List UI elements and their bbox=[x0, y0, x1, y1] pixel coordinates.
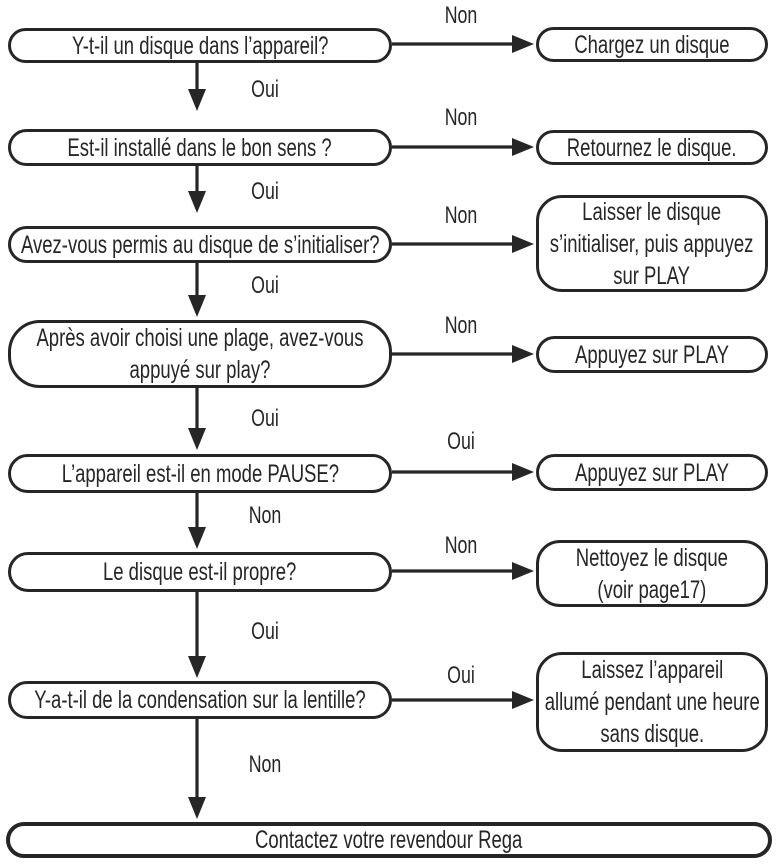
down-label-1: Oui bbox=[251, 76, 279, 103]
final-contact-dealer: Contactez votre revendour Rega bbox=[6, 822, 772, 858]
question-text: Avez-vous permis au disque de s’initiali… bbox=[20, 230, 380, 259]
arrow-branch-7 bbox=[392, 691, 534, 709]
result-flip-disc: Retournez le disque. bbox=[536, 130, 768, 165]
result-text: Laissez l’appareil allumé pendant une he… bbox=[544, 656, 760, 748]
result-text: Chargez un disque bbox=[574, 30, 730, 59]
final-text: Contactez votre revendour Rega bbox=[255, 826, 523, 854]
question-text: Y-a-t-il de la condensation sur la lenti… bbox=[34, 686, 366, 714]
down-label-2: Oui bbox=[251, 178, 279, 205]
question-text: Est-il installé dans le bon sens ? bbox=[67, 133, 333, 162]
down-label-3: Oui bbox=[251, 272, 279, 299]
arrow-branch-2 bbox=[392, 138, 534, 156]
arrow-down-2 bbox=[188, 166, 206, 213]
question-text: Le disque est-il propre? bbox=[103, 558, 297, 586]
branch-label-2: Non bbox=[444, 104, 478, 131]
arrow-down-7 bbox=[188, 719, 206, 819]
branch-label-4: Non bbox=[444, 312, 478, 339]
result-press-play-1: Appuyez sur PLAY bbox=[536, 336, 768, 373]
arrow-branch-4 bbox=[392, 345, 534, 363]
result-text: Laisser le disque s’initialiser, puis ap… bbox=[550, 197, 754, 290]
arrow-down-6 bbox=[188, 592, 206, 678]
arrow-down-1 bbox=[188, 63, 206, 111]
question-text: Y-t-il un disque dans l’appareil? bbox=[71, 31, 329, 60]
question-play-pressed: Après avoir choisi une plage, avez-vous … bbox=[8, 320, 392, 388]
question-pause-mode: L’appareil est-il en mode PAUSE? bbox=[8, 454, 392, 493]
result-text: Appuyez sur PLAY bbox=[575, 458, 729, 487]
branch-label-3: Non bbox=[444, 202, 478, 229]
arrow-down-4 bbox=[188, 388, 206, 450]
question-text: Après avoir choisi une plage, avez-vous … bbox=[36, 324, 364, 384]
down-label-5: Non bbox=[248, 502, 282, 529]
branch-label-1: Non bbox=[444, 2, 478, 29]
down-label-7: Non bbox=[248, 751, 282, 778]
result-press-play-2: Appuyez sur PLAY bbox=[536, 454, 768, 491]
result-text: Appuyez sur PLAY bbox=[575, 340, 729, 369]
branch-label-6: Non bbox=[444, 532, 478, 559]
question-disc-clean: Le disque est-il propre? bbox=[8, 552, 392, 592]
arrow-branch-1 bbox=[392, 35, 534, 53]
question-text: L’appareil est-il en mode PAUSE? bbox=[61, 459, 339, 488]
branch-label-5: Oui bbox=[447, 428, 475, 455]
result-leave-powered-on: Laissez l’appareil allumé pendant une he… bbox=[536, 652, 768, 752]
result-text: Retournez le disque. bbox=[567, 133, 737, 162]
result-let-initialise: Laisser le disque s’initialiser, puis ap… bbox=[536, 195, 768, 292]
question-disc-initialised: Avez-vous permis au disque de s’initiali… bbox=[8, 226, 392, 263]
branch-label-7: Oui bbox=[447, 662, 475, 689]
arrow-branch-6 bbox=[392, 562, 534, 580]
question-lens-condensation: Y-a-t-il de la condensation sur la lenti… bbox=[8, 681, 392, 719]
result-load-disc: Chargez un disque bbox=[536, 27, 768, 62]
down-label-4: Oui bbox=[251, 405, 279, 432]
arrow-down-5 bbox=[188, 493, 206, 549]
question-disc-present: Y-t-il un disque dans l’appareil? bbox=[8, 28, 392, 63]
down-label-6: Oui bbox=[251, 618, 279, 645]
result-text: Nettoyez le disque (voir page17) bbox=[575, 543, 729, 604]
arrow-branch-5 bbox=[392, 463, 534, 481]
question-disc-orientation: Est-il installé dans le bon sens ? bbox=[8, 129, 392, 166]
result-clean-disc: Nettoyez le disque (voir page17) bbox=[536, 540, 768, 607]
arrow-branch-3 bbox=[392, 235, 534, 253]
arrow-down-3 bbox=[188, 263, 206, 317]
